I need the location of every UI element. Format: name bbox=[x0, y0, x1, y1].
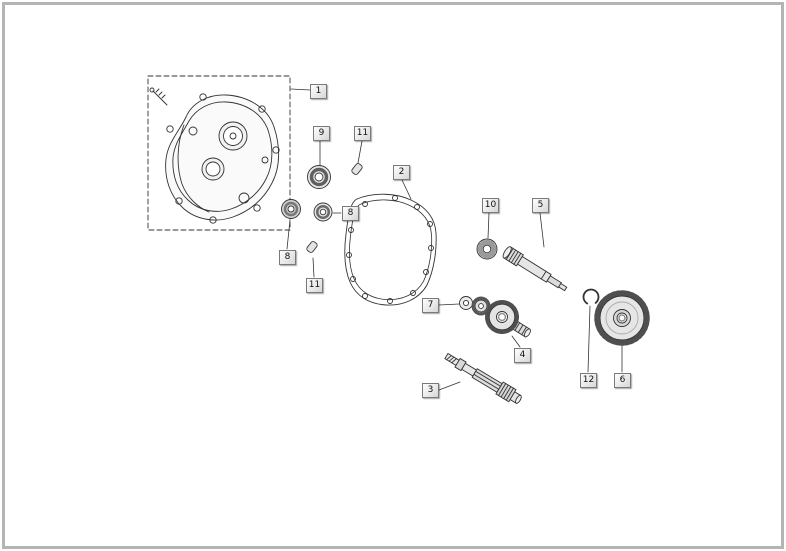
callout-6[interactable]: 6 bbox=[614, 373, 631, 388]
dowel-pin-lower-drawing bbox=[306, 241, 318, 253]
circlip-12-drawing bbox=[582, 288, 600, 306]
shaft-5-drawing bbox=[502, 246, 568, 292]
callout-7[interactable]: 7 bbox=[422, 298, 439, 313]
callout-11-a[interactable]: 11 bbox=[354, 126, 371, 141]
pinion-small-gear-drawing bbox=[471, 296, 491, 316]
callout-2[interactable]: 2 bbox=[393, 165, 410, 180]
callout-8-b[interactable]: 8 bbox=[279, 250, 296, 265]
oil-seal-drawing bbox=[281, 199, 301, 219]
callout-10[interactable]: 10 bbox=[482, 198, 499, 213]
callout-9[interactable]: 9 bbox=[313, 126, 330, 141]
callout-8-a[interactable]: 8 bbox=[342, 206, 359, 221]
bearing-8-drawing bbox=[313, 202, 333, 222]
bearing-9-drawing bbox=[307, 165, 331, 189]
callout-11-b[interactable]: 11 bbox=[306, 278, 323, 293]
stud-bolt-drawing bbox=[149, 87, 168, 106]
gear-assembly-4-drawing bbox=[485, 300, 531, 338]
callout-12[interactable]: 12 bbox=[580, 373, 597, 388]
callout-5[interactable]: 5 bbox=[532, 198, 549, 213]
roller-washer-10-drawing bbox=[476, 238, 498, 260]
gear-6-drawing bbox=[594, 290, 650, 346]
dowel-pin-upper-drawing bbox=[351, 163, 363, 175]
leader-lines bbox=[286, 88, 623, 391]
transmission-cover-drawing bbox=[149, 87, 280, 224]
shaft-3-drawing bbox=[444, 352, 522, 404]
washer-7-drawing bbox=[459, 296, 473, 310]
cover-boundary-box bbox=[147, 75, 291, 231]
callout-4[interactable]: 4 bbox=[514, 348, 531, 363]
callout-3[interactable]: 3 bbox=[422, 383, 439, 398]
callout-1[interactable]: 1 bbox=[310, 84, 327, 99]
gasket-drawing bbox=[344, 193, 437, 306]
